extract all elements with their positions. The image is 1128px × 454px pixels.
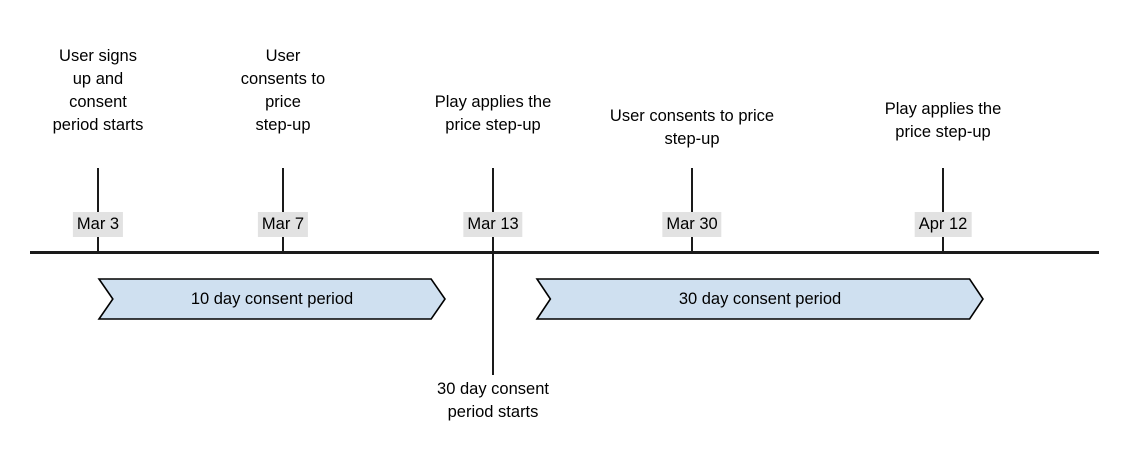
date-chip-first-step-up: Mar 13: [463, 212, 523, 237]
date-chip-first-consent: Mar 7: [257, 212, 309, 237]
event-label-second-step-up: Play applies the price step-up: [884, 100, 1002, 141]
chevron-shape-icon: [99, 279, 445, 319]
annotation-thirty-day-period-start: 30 day consent period starts: [437, 380, 549, 421]
event-label-second-consent: User consents to price step-up: [609, 107, 775, 148]
event-label-first-step-up: Play applies the price step-up: [434, 93, 552, 134]
event-label-signup: User signs up and consent period starts: [52, 47, 144, 134]
tick-second-step-up: [942, 168, 944, 252]
tick-signup: [97, 168, 99, 252]
period-bar-thirty-day: 30 day consent period: [537, 279, 983, 319]
date-chip-second-step-up: Apr 12: [914, 212, 972, 237]
period-bar-ten-day: 10 day consent period: [99, 279, 445, 319]
event-label-first-consent: User consents to price step-up: [240, 47, 326, 134]
timeline-axis: [30, 251, 1099, 254]
chevron-shape-icon: [537, 279, 983, 319]
tick-first-consent: [282, 168, 284, 252]
tick-first-step-up: [492, 168, 494, 375]
tick-second-consent: [691, 168, 693, 252]
date-chip-second-consent: Mar 30: [662, 212, 722, 237]
date-chip-signup: Mar 3: [72, 212, 124, 237]
